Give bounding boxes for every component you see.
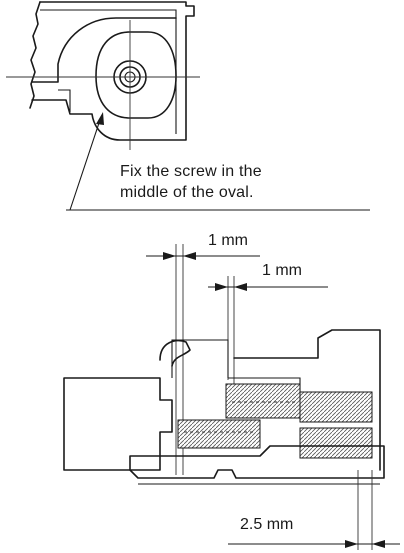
clamp-lower bbox=[177, 419, 261, 449]
bracket-top-edge bbox=[40, 9, 177, 134]
top-bracket-view bbox=[6, 1, 370, 211]
lower-rail bbox=[129, 445, 385, 479]
oval-slot bbox=[95, 31, 177, 119]
dimension-label-second: 1 mm bbox=[262, 262, 302, 279]
upper-arm bbox=[233, 329, 381, 471]
base-block bbox=[63, 377, 173, 471]
dimension-label-bottom: 2.5 mm bbox=[240, 516, 294, 533]
bracket-arm-inner bbox=[58, 89, 71, 112]
dim3-arrow-left bbox=[345, 540, 358, 548]
caption-line-2: middle of the oval. bbox=[120, 184, 254, 201]
leader-line bbox=[69, 119, 101, 211]
dim2-arrow-right bbox=[234, 283, 247, 291]
base-inner bbox=[171, 339, 229, 378]
side-section-view bbox=[63, 244, 400, 550]
caption-line-1: Fix the screw in the bbox=[120, 163, 262, 180]
dim2-arrow-left bbox=[215, 283, 228, 291]
right-plate-upper bbox=[299, 391, 373, 423]
plate-torn-edge bbox=[29, 1, 41, 109]
right-plate-lower bbox=[299, 427, 373, 459]
spring-curl bbox=[159, 339, 191, 367]
bracket-outline bbox=[31, 1, 195, 141]
dim1-arrow-right bbox=[183, 252, 196, 260]
dim1-arrow-left bbox=[163, 252, 176, 260]
dim3-arrow-right bbox=[372, 540, 385, 548]
bracket-arm bbox=[31, 17, 177, 83]
clamp-upper bbox=[225, 383, 301, 419]
dimension-label-top: 1 mm bbox=[208, 232, 248, 249]
instruction-caption: Fix the screw in the middle of the oval. bbox=[120, 161, 262, 203]
leader-arrowhead bbox=[96, 112, 104, 125]
